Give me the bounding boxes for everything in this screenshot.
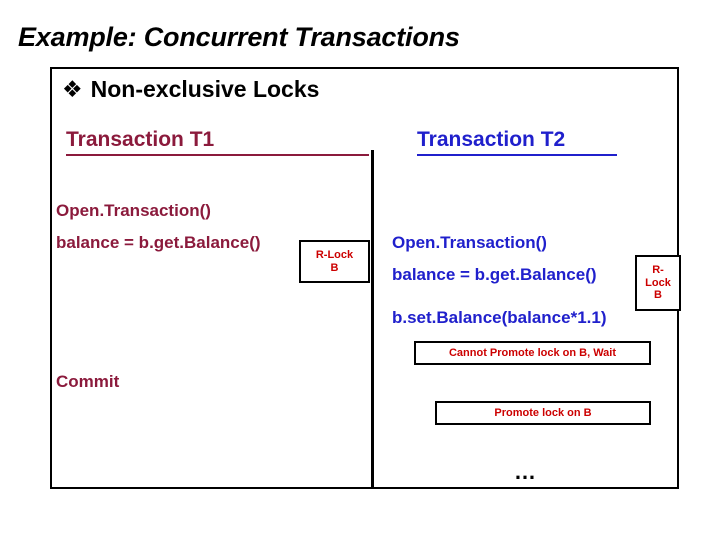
column-header-t2: Transaction T2	[417, 128, 566, 151]
bullet-heading-label: Non-exclusive Locks	[90, 76, 320, 102]
bullet-heading: ❖ Non-exclusive Locks	[62, 76, 319, 103]
lock-box-t2-line-3: B	[654, 289, 662, 302]
diamond-bullet-icon: ❖	[62, 77, 83, 103]
t1-statement-open-transaction: Open.Transaction()	[56, 201, 211, 220]
lock-box-t2-line-2: Lock	[645, 276, 671, 289]
t1-statement-get-balance: balance = b.get.Balance()	[56, 233, 261, 252]
lock-box-t2-line-1: R-	[652, 263, 664, 276]
lock-box-t1: R-Lock B	[299, 240, 370, 283]
continuation-ellipsis: …	[514, 459, 537, 484]
page-title: Example: Concurrent Transactions	[18, 22, 460, 52]
column-header-t2-underline	[417, 154, 617, 156]
t2-statement-open-transaction: Open.Transaction()	[392, 233, 547, 252]
column-header-t1-underline	[66, 154, 369, 156]
column-header-t1: Transaction T1	[66, 128, 215, 151]
t2-statement-set-balance: b.set.Balance(balance*1.1)	[392, 308, 607, 327]
t1-statement-commit: Commit	[56, 372, 120, 391]
t2-statement-get-balance: balance = b.get.Balance()	[392, 265, 597, 284]
column-divider	[371, 150, 374, 487]
note-cannot-promote-lock: Cannot Promote lock on B, Wait	[414, 341, 651, 365]
content-frame: ❖ Non-exclusive Locks Transaction T1 Tra…	[50, 67, 681, 489]
lock-box-t1-line-2: B	[330, 261, 339, 274]
note-promote-lock: Promote lock on B	[435, 401, 651, 425]
lock-box-t2: R- Lock B	[635, 255, 681, 311]
lock-box-t1-line-1: R-Lock	[315, 248, 354, 261]
